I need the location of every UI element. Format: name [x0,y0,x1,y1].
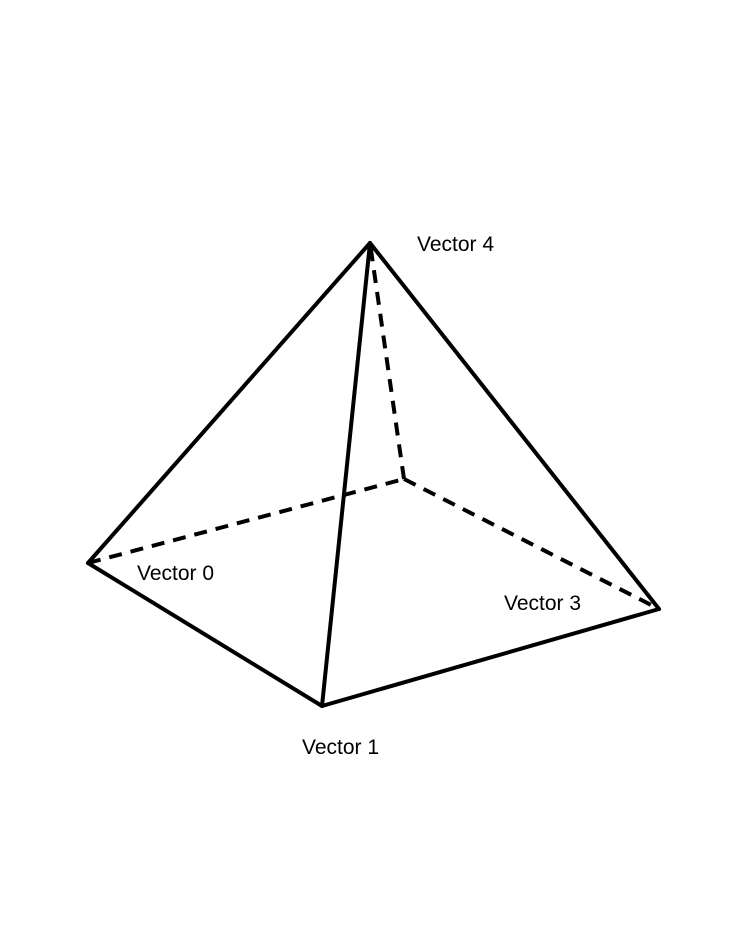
edge-v2-v3 [403,477,660,611]
edge-v1-v4 [320,241,372,708]
edge-v0-v4 [86,241,372,565]
edge-v0-v2 [87,477,405,565]
label-vector-3: Vector 3 [504,592,581,615]
edge-v1-v3 [320,607,661,708]
edge-v2-v4 [368,242,406,480]
label-vector-1: Vector 1 [302,736,379,759]
label-vector-4: Vector 4 [417,233,494,256]
edge-v0-v1 [86,561,324,708]
edge-v3-v4 [368,241,661,611]
label-vector-0: Vector 0 [137,562,214,585]
